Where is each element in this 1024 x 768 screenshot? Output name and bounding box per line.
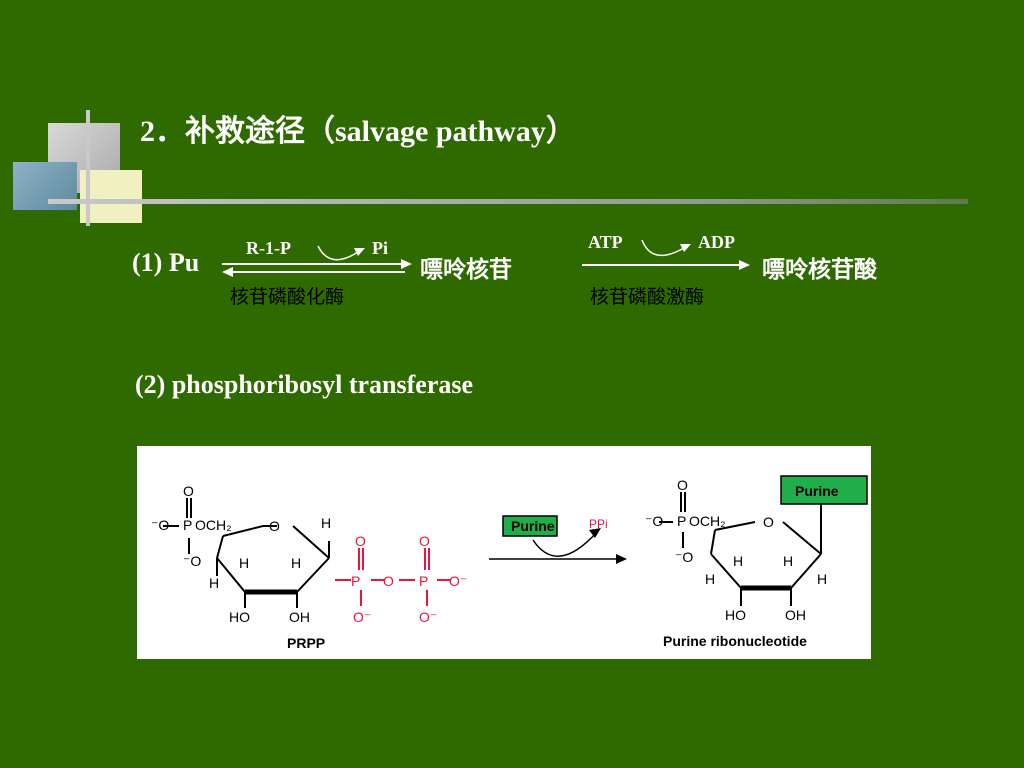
svg-text:HO: HO: [229, 609, 250, 625]
product-nucleoside: 嘌呤核苷: [420, 257, 512, 283]
product-box-label: Purine: [795, 483, 839, 499]
reagent-box-label: Purine: [511, 518, 555, 534]
reaction2-label: (2) phosphoribosyl transferase: [135, 370, 474, 399]
svg-text:O⁻: O⁻: [449, 573, 467, 589]
svg-text:⁻O: ⁻O: [151, 517, 169, 533]
svg-text:OCH₂: OCH₂: [195, 517, 232, 533]
svg-text:H: H: [209, 575, 219, 591]
svg-text:H: H: [783, 553, 793, 569]
svg-text:P: P: [419, 573, 428, 589]
enzyme-phosphorylase: 核苷磷酸化酶: [230, 286, 345, 308]
svg-text:H: H: [239, 555, 249, 571]
enzyme-kinase: 核苷磷酸激酶: [590, 286, 705, 308]
svg-text:O⁻: O⁻: [419, 609, 437, 625]
reaction1-label: (1) Pu: [132, 248, 200, 277]
product-nucleotide: 嘌呤核苷酸: [762, 257, 877, 283]
slide-title: 2．补救途径（salvage pathway）: [140, 115, 576, 148]
svg-text:O: O: [419, 533, 430, 549]
svg-text:P: P: [351, 573, 360, 589]
decor-square-cream: [80, 170, 142, 223]
step2-out: ADP: [698, 232, 735, 252]
svg-text:HO: HO: [725, 607, 746, 623]
svg-text:O: O: [763, 514, 774, 530]
right-molecule-name: Purine ribonucleotide: [663, 633, 807, 649]
decor-vertical-line: [86, 110, 90, 226]
left-molecule-name: PRPP: [287, 635, 325, 651]
reagent-in: R-1-P: [246, 238, 291, 258]
svg-text:H: H: [733, 553, 743, 569]
reaction-figure: O ⁻O P OCH₂ ⁻O O H H H H HO OH O ⁻O P OC…: [151, 475, 868, 651]
figure-panel: O ⁻O P OCH₂ ⁻O O H H H H HO OH O ⁻O P OC…: [137, 446, 871, 659]
svg-text:⁻O: ⁻O: [645, 513, 663, 529]
svg-text:O: O: [383, 573, 394, 589]
svg-text:H: H: [705, 571, 715, 587]
svg-text:O: O: [269, 518, 280, 534]
step2-in: ATP: [588, 232, 623, 252]
svg-text:H: H: [291, 555, 301, 571]
svg-text:OCH₂: OCH₂: [689, 513, 726, 529]
svg-text:⁻O: ⁻O: [675, 549, 693, 565]
svg-text:O⁻: O⁻: [353, 609, 371, 625]
svg-text:H: H: [817, 571, 827, 587]
svg-text:P: P: [183, 517, 192, 533]
svg-text:OH: OH: [289, 609, 310, 625]
svg-text:O: O: [677, 477, 688, 493]
reagent-out: Pi: [372, 238, 388, 258]
svg-text:⁻O: ⁻O: [183, 553, 201, 569]
svg-text:O: O: [183, 483, 194, 499]
svg-text:OH: OH: [785, 607, 806, 623]
svg-text:P: P: [677, 513, 686, 529]
svg-text:O: O: [355, 533, 366, 549]
decor-horizontal-line: [48, 199, 968, 204]
svg-text:H: H: [321, 515, 331, 531]
byproduct-label: PPi: [589, 517, 608, 531]
